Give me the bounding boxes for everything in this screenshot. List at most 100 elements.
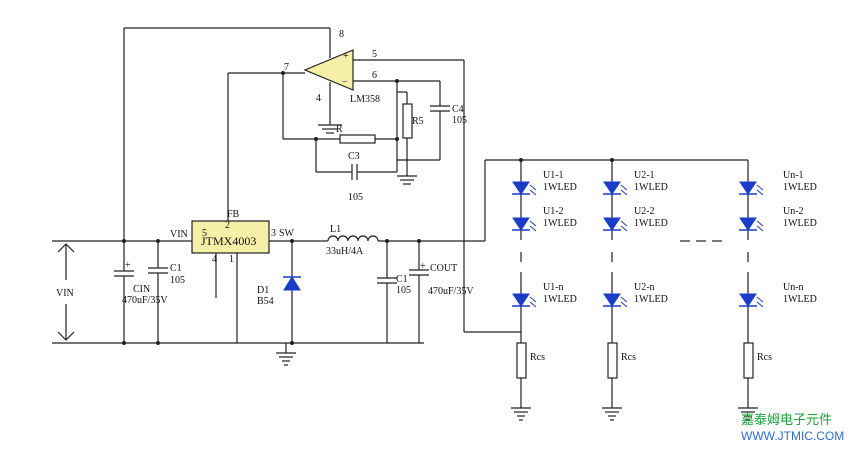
d1-label: D1 bbox=[257, 285, 269, 296]
cout-capacitor bbox=[409, 239, 429, 343]
rcs-label: Rcs bbox=[757, 352, 772, 363]
rcs-label: Rcs bbox=[530, 352, 545, 363]
ground-symbol bbox=[738, 407, 758, 421]
vin-label: VIN bbox=[56, 288, 74, 299]
ic-label: JTMX4003 bbox=[201, 234, 256, 248]
resistor-r5 bbox=[395, 79, 413, 172]
ic-sw-pin: SW bbox=[279, 228, 295, 239]
c1-right-capacitor bbox=[377, 239, 397, 343]
cout-value: 470uF/35V bbox=[428, 286, 474, 297]
opamp-ground bbox=[318, 124, 342, 134]
ic-fb-pin: FB bbox=[227, 209, 240, 220]
ic-pin1: 1 bbox=[229, 254, 234, 265]
rcs-resistor: Rcs bbox=[743, 342, 772, 408]
capacitor-c3 bbox=[314, 137, 397, 180]
ic-pin5: 5 bbox=[202, 228, 207, 239]
opamp-pin6: 6 bbox=[372, 70, 377, 81]
led-rating: 1WLED bbox=[634, 294, 668, 305]
led-rating: 1WLED bbox=[783, 294, 817, 305]
c1-right-label: C1 bbox=[396, 274, 408, 285]
d1-value: B54 bbox=[257, 296, 274, 307]
led-rating: 1WLED bbox=[543, 218, 577, 229]
c3-label: C3 bbox=[348, 151, 360, 162]
ic-vin-pin: VIN bbox=[170, 229, 188, 240]
r5-ground bbox=[397, 172, 417, 185]
capacitor-c4 bbox=[397, 81, 450, 161]
led-rating: 1WLED bbox=[783, 182, 817, 193]
led-label: Un-2 bbox=[783, 206, 804, 217]
ic-jtmx4003 bbox=[191, 220, 270, 343]
cin-value: 470uF/35V bbox=[122, 295, 168, 306]
l1-label: L1 bbox=[330, 224, 341, 235]
led-rating: 1WLED bbox=[634, 182, 668, 193]
ic-pin2: 2 bbox=[225, 220, 230, 231]
led-label: U1-1 bbox=[543, 170, 564, 181]
c1-left-value: 105 bbox=[170, 275, 185, 286]
ground-symbol bbox=[602, 407, 622, 421]
led-label: Un-1 bbox=[783, 170, 804, 181]
cout-plus: + bbox=[420, 261, 426, 272]
rcs-label: Rcs bbox=[621, 352, 636, 363]
sense-wire bbox=[463, 60, 521, 333]
opamp-plus: + bbox=[343, 51, 349, 62]
opamp-supply-wire bbox=[123, 27, 330, 241]
led-bus bbox=[484, 158, 748, 241]
opamp-minus: − bbox=[342, 77, 348, 88]
l1-value: 33uH/4A bbox=[326, 246, 364, 257]
rcs-resistor: Rcs bbox=[607, 342, 636, 408]
r5-label: R5 bbox=[412, 116, 424, 127]
led-rating: 1WLED bbox=[783, 218, 817, 229]
led-label: U2-n bbox=[634, 282, 655, 293]
opamp-pin7: 7 bbox=[284, 62, 289, 73]
ground-symbol bbox=[511, 407, 531, 421]
led-label: U2-2 bbox=[634, 206, 655, 217]
cin-capacitor bbox=[114, 239, 134, 345]
watermark-url: WWW.JTMIC.COM bbox=[741, 429, 844, 443]
input-wiring bbox=[52, 240, 424, 344]
c4-label: C4 bbox=[452, 104, 464, 115]
c3-value: 105 bbox=[348, 192, 363, 203]
c4-value: 105 bbox=[452, 115, 467, 126]
rcs-resistor: Rcs bbox=[516, 342, 545, 408]
c1-left-capacitor bbox=[148, 239, 168, 345]
led-label: U1-2 bbox=[543, 206, 564, 217]
cin-label: CIN bbox=[133, 284, 150, 295]
opamp-pin5: 5 bbox=[372, 49, 377, 60]
led-rating: 1WLED bbox=[543, 294, 577, 305]
schottky-diode-d1 bbox=[283, 276, 301, 291]
ground-symbol bbox=[276, 343, 296, 366]
led-rating: 1WLED bbox=[634, 218, 668, 229]
led-label: U1-n bbox=[543, 282, 564, 293]
sw-node-wiring bbox=[269, 239, 328, 345]
led-strings: U1-11WLEDU1-21WLEDU1-n1WLEDRcsU2-11WLEDU… bbox=[511, 160, 817, 421]
cin-plus: + bbox=[125, 260, 131, 271]
cout-label: COUT bbox=[430, 263, 457, 274]
opamp-pin4: 4 bbox=[316, 93, 321, 104]
resistor-r-label: R bbox=[336, 124, 343, 135]
ic-pin4: 4 bbox=[212, 254, 217, 265]
ic-pin3: 3 bbox=[271, 228, 276, 239]
resistor-r bbox=[339, 134, 397, 144]
led-label: U2-1 bbox=[634, 170, 655, 181]
watermark-company: 嘉泰姆电子元件 bbox=[741, 413, 832, 428]
opamp-label: LM358 bbox=[350, 94, 380, 105]
c1-left-label: C1 bbox=[170, 263, 182, 274]
inductor-l1 bbox=[327, 235, 485, 242]
opamp-pin8: 8 bbox=[339, 29, 344, 40]
c1-right-value: 105 bbox=[396, 285, 411, 296]
opamp-lm358 bbox=[303, 28, 464, 125]
